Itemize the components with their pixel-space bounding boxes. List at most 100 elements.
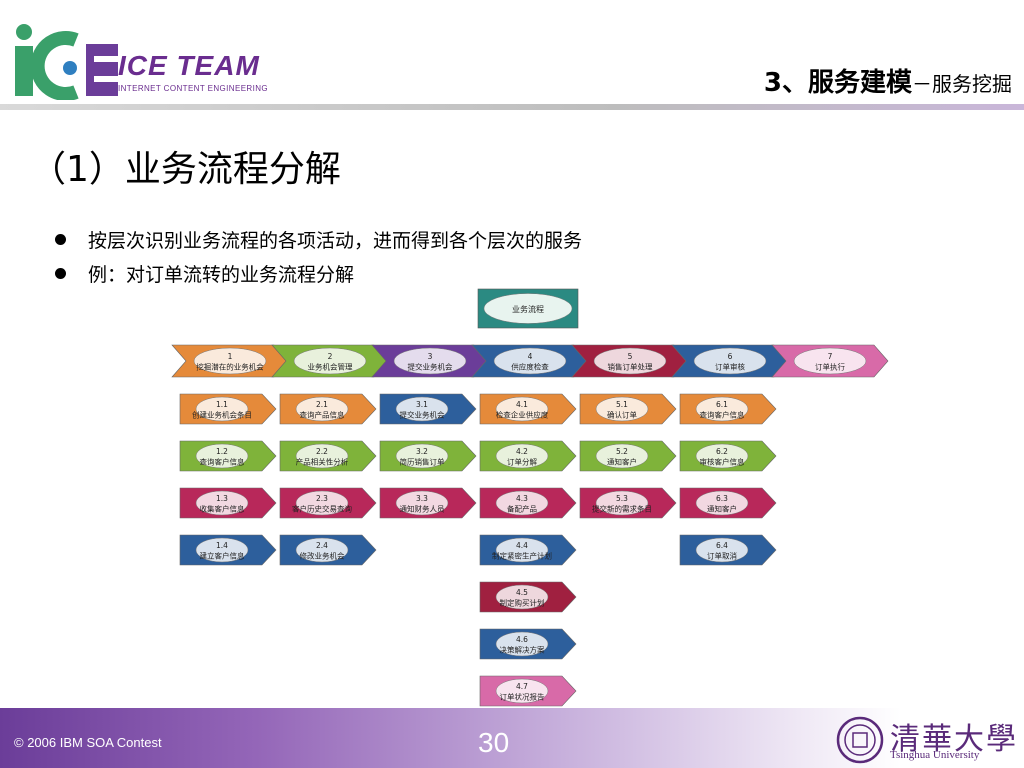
- node-number: 3.3: [416, 494, 428, 503]
- bullet-text: 例：对订单流转的业务流程分解: [88, 264, 355, 286]
- diagram-root: 业务流程: [477, 288, 579, 329]
- node-number: 1: [228, 352, 233, 361]
- node-number: 4: [528, 352, 533, 361]
- node-label: 订单分解: [507, 457, 537, 467]
- node-label: 简历销售订单: [400, 457, 445, 467]
- node-oval: [793, 347, 867, 375]
- node-number: 3.2: [416, 447, 428, 456]
- node-number: 4.5: [516, 588, 528, 597]
- node-label: 订单状况报告: [500, 692, 545, 702]
- node-number: 4.3: [516, 494, 528, 503]
- node-number: 2.2: [316, 447, 328, 456]
- node-number: 1.2: [216, 447, 228, 456]
- node-label: 备配产品: [507, 504, 537, 514]
- node-oval: [695, 537, 749, 563]
- node-label: 检查企业供应度: [496, 410, 549, 420]
- bullet-item: 按层次识别业务流程的各项活动，进而得到各个层次的服务: [55, 226, 582, 253]
- node-label: 收集客户信息: [200, 504, 245, 514]
- node-oval: [195, 537, 249, 563]
- node-number: 1.3: [216, 494, 228, 503]
- root-label: 业务流程: [512, 304, 544, 314]
- node-label: 销售订单处理: [608, 362, 653, 372]
- node-oval: [295, 396, 349, 422]
- node-label: 确认订单: [607, 410, 637, 420]
- node-oval: [695, 443, 749, 469]
- node-oval: [295, 443, 349, 469]
- section-title: （1）业务流程分解: [30, 149, 341, 190]
- node-number: 5.1: [616, 400, 628, 409]
- node-number: 5: [628, 352, 633, 361]
- node-oval: [395, 443, 449, 469]
- node-label: 提交业务机会: [400, 410, 445, 420]
- node-oval: [695, 396, 749, 422]
- node-number: 6.4: [716, 541, 728, 550]
- node-oval: [493, 347, 567, 375]
- node-number: 4.4: [516, 541, 528, 550]
- node-label: 查询产品信息: [300, 410, 345, 420]
- node-label: 制定购买计划: [500, 598, 545, 608]
- bullet-dot-icon: [55, 268, 66, 279]
- node-number: 6.3: [716, 494, 728, 503]
- node-number: 4.1: [516, 400, 528, 409]
- header-divider: [0, 104, 1024, 110]
- node-number: 6.1: [716, 400, 728, 409]
- node-oval: [195, 443, 249, 469]
- node-label: 供应度检查: [511, 362, 549, 372]
- node-label: 通知客户: [707, 504, 737, 514]
- node-oval: [193, 347, 267, 375]
- node-oval: [495, 537, 549, 563]
- node-number: 2.4: [316, 541, 328, 550]
- node-oval: [395, 396, 449, 422]
- node-label: 订单执行: [815, 362, 845, 372]
- node-number: 1.1: [216, 400, 228, 409]
- node-number: 4.2: [516, 447, 528, 456]
- bullet-item: 例：对订单流转的业务流程分解: [55, 260, 354, 287]
- node-label: 通知客户: [607, 457, 637, 467]
- header-title-main: 3、服务建模: [763, 68, 912, 98]
- node-label: 修改业务机会: [300, 551, 345, 561]
- node-oval: [495, 443, 549, 469]
- node-label: 创建业务机会条目: [192, 410, 252, 420]
- node-label: 查询客户信息: [200, 457, 245, 467]
- node-number: 5.2: [616, 447, 628, 456]
- node-number: 1.4: [216, 541, 228, 550]
- university-name: 清華大學: [890, 722, 1018, 757]
- node-oval: [293, 347, 367, 375]
- node-oval: [395, 490, 449, 516]
- node-number: 7: [828, 352, 833, 361]
- ice-team-logo-icon: [15, 24, 118, 100]
- university-english-name: Tsinghua University: [890, 749, 980, 761]
- page-number: 30: [478, 727, 510, 758]
- node-label: 提交新的需求条目: [592, 504, 652, 514]
- node-oval: [595, 490, 649, 516]
- node-oval: [693, 347, 767, 375]
- node-number: 6: [728, 352, 733, 361]
- node-oval: [295, 490, 349, 516]
- node-number: 3.1: [416, 400, 428, 409]
- node-oval: [595, 396, 649, 422]
- bullet-dot-icon: [55, 234, 66, 245]
- node-number: 2: [328, 352, 333, 361]
- node-oval: [495, 396, 549, 422]
